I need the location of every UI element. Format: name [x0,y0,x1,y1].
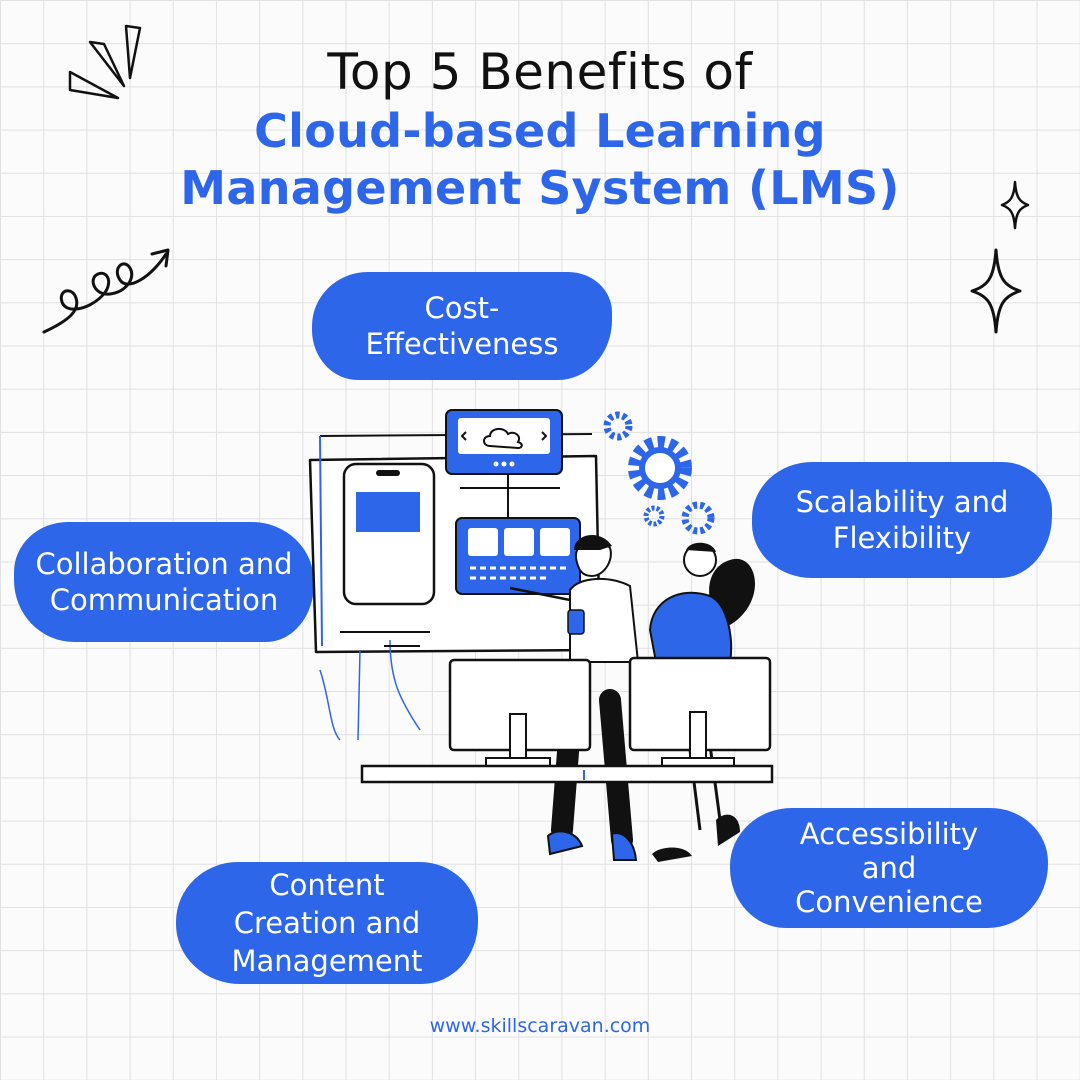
page-title-line-3: Management System (LMS) [180,161,900,215]
gear-icon [681,501,715,535]
gear-icon [628,436,692,500]
gear-icon [643,505,665,527]
benefit-pill-accessibility: Accessibility and Convenience [730,808,1048,928]
benefit-label-line: Collaboration and [35,547,293,581]
benefit-label-line: Content [269,868,385,902]
loop-arrow-icon [42,248,170,334]
gear-icon [603,411,633,441]
benefit-label-line: and [861,851,917,885]
benefit-label-line: Scalability and [795,485,1009,519]
cloud-icon [483,428,523,450]
benefit-label-line: Effectiveness [365,327,559,361]
benefit-pill-cost-effectiveness: Cost- Effectiveness [312,272,612,380]
page-title-line-2: Cloud-based Learning [254,104,826,158]
benefit-label-line: Convenience [795,885,983,919]
benefit-label-line: Flexibility [832,521,972,555]
benefit-pill-scalability: Scalability and Flexibility [752,462,1052,578]
sparkle-star-icon [970,248,1022,334]
benefit-label-line: Cost- [424,291,500,325]
sparkle-star-icon [1000,180,1030,230]
cloud-lms-illustration [308,409,774,862]
page-title-line-1: Top 5 Benefits of [327,43,753,101]
website-url[interactable]: www.skillscaravan.com [429,1015,651,1037]
spark-lines-icon [68,24,142,100]
benefit-label-line: Accessibility [799,817,979,851]
benefit-pill-content-creation: Content Creation and Management [176,862,478,984]
benefit-label-line: Management [231,944,423,978]
benefit-label-line: Creation and [233,906,421,940]
benefit-label-line: Communication [49,583,279,617]
benefit-pill-collaboration: Collaboration and Communication [14,522,314,642]
